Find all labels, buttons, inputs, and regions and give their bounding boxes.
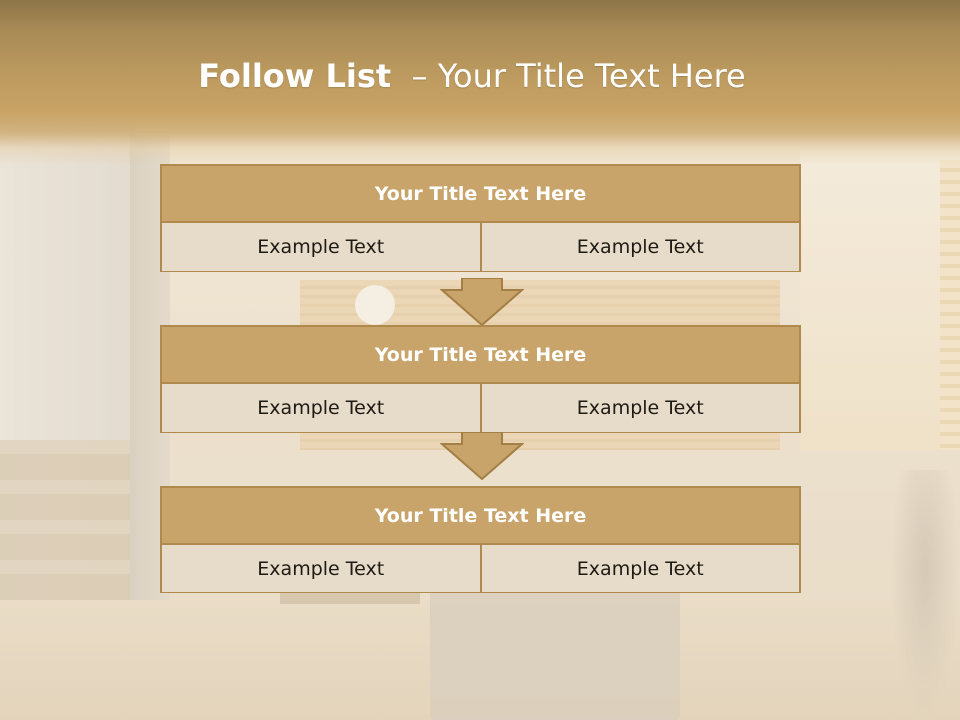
list-item-cell-left: Example Text bbox=[162, 384, 480, 432]
arrow-down-icon bbox=[440, 278, 524, 326]
list-item-row: Example Text Example Text bbox=[162, 545, 799, 592]
list-item-cell-right: Example Text bbox=[479, 384, 799, 432]
list-item: Your Title Text Here Example Text Exampl… bbox=[160, 325, 801, 433]
slide-title-bold: Follow List bbox=[198, 57, 392, 95]
list-item: Your Title Text Here Example Text Exampl… bbox=[160, 486, 801, 593]
slide-title: Follow List – Your Title Text Here bbox=[0, 52, 944, 100]
list-item-title: Your Title Text Here bbox=[162, 488, 799, 545]
list-item-row: Example Text Example Text bbox=[162, 223, 799, 271]
list-item-cell-right: Example Text bbox=[479, 223, 799, 271]
list-item-title: Your Title Text Here bbox=[162, 327, 799, 384]
arrow-down-icon bbox=[440, 432, 524, 480]
list-item-cell-right: Example Text bbox=[479, 545, 799, 592]
list-item-title: Your Title Text Here bbox=[162, 166, 799, 223]
list-item-cell-left: Example Text bbox=[162, 223, 480, 271]
list-item-cell-left: Example Text bbox=[162, 545, 480, 592]
slide-title-rest: – Your Title Text Here bbox=[391, 57, 746, 95]
title-band bbox=[0, 0, 960, 165]
list-item-row: Example Text Example Text bbox=[162, 384, 799, 432]
list-item: Your Title Text Here Example Text Exampl… bbox=[160, 164, 801, 272]
